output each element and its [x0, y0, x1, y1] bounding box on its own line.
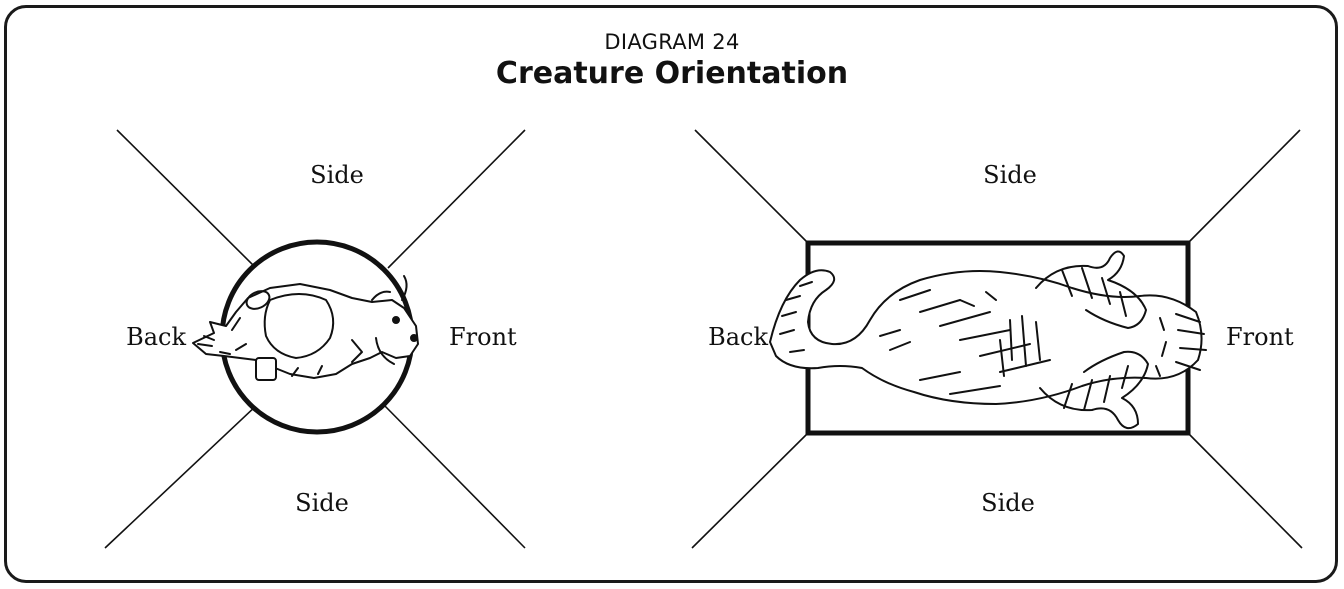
round-base-right-label: Front	[449, 323, 517, 351]
round-base-diagram: Side Side Back Front	[104, 129, 526, 549]
round-base-top-label: Side	[310, 161, 364, 189]
rect-base-divider-top-left	[694, 129, 809, 244]
rect-base-right-label: Front	[1226, 323, 1294, 351]
round-base-left-label: Back	[126, 323, 186, 351]
rect-base-divider-bottom-right	[1187, 432, 1303, 549]
diagram-number: DIAGRAM 24	[604, 30, 740, 54]
diagram-title: Creature Orientation	[495, 56, 849, 91]
round-base-divider-bottom-left	[104, 403, 259, 549]
rect-base-divider-bottom-left	[691, 432, 809, 549]
rectangular-base-diagram: Side Side Back Front	[691, 129, 1303, 549]
rect-base-left-label: Back	[708, 323, 768, 351]
round-base-bottom-label: Side	[295, 489, 349, 517]
rect-base-divider-top-right	[1187, 129, 1301, 244]
rect-base-bottom-label: Side	[981, 489, 1035, 517]
round-base-divider-top-right	[387, 129, 526, 269]
round-base-divider-top-left	[116, 129, 257, 269]
small-creature-illustration	[192, 275, 419, 381]
large-horned-creature-illustration	[769, 250, 1207, 430]
rect-base-top-label: Side	[983, 161, 1037, 189]
round-base-divider-bottom-right	[382, 403, 526, 549]
